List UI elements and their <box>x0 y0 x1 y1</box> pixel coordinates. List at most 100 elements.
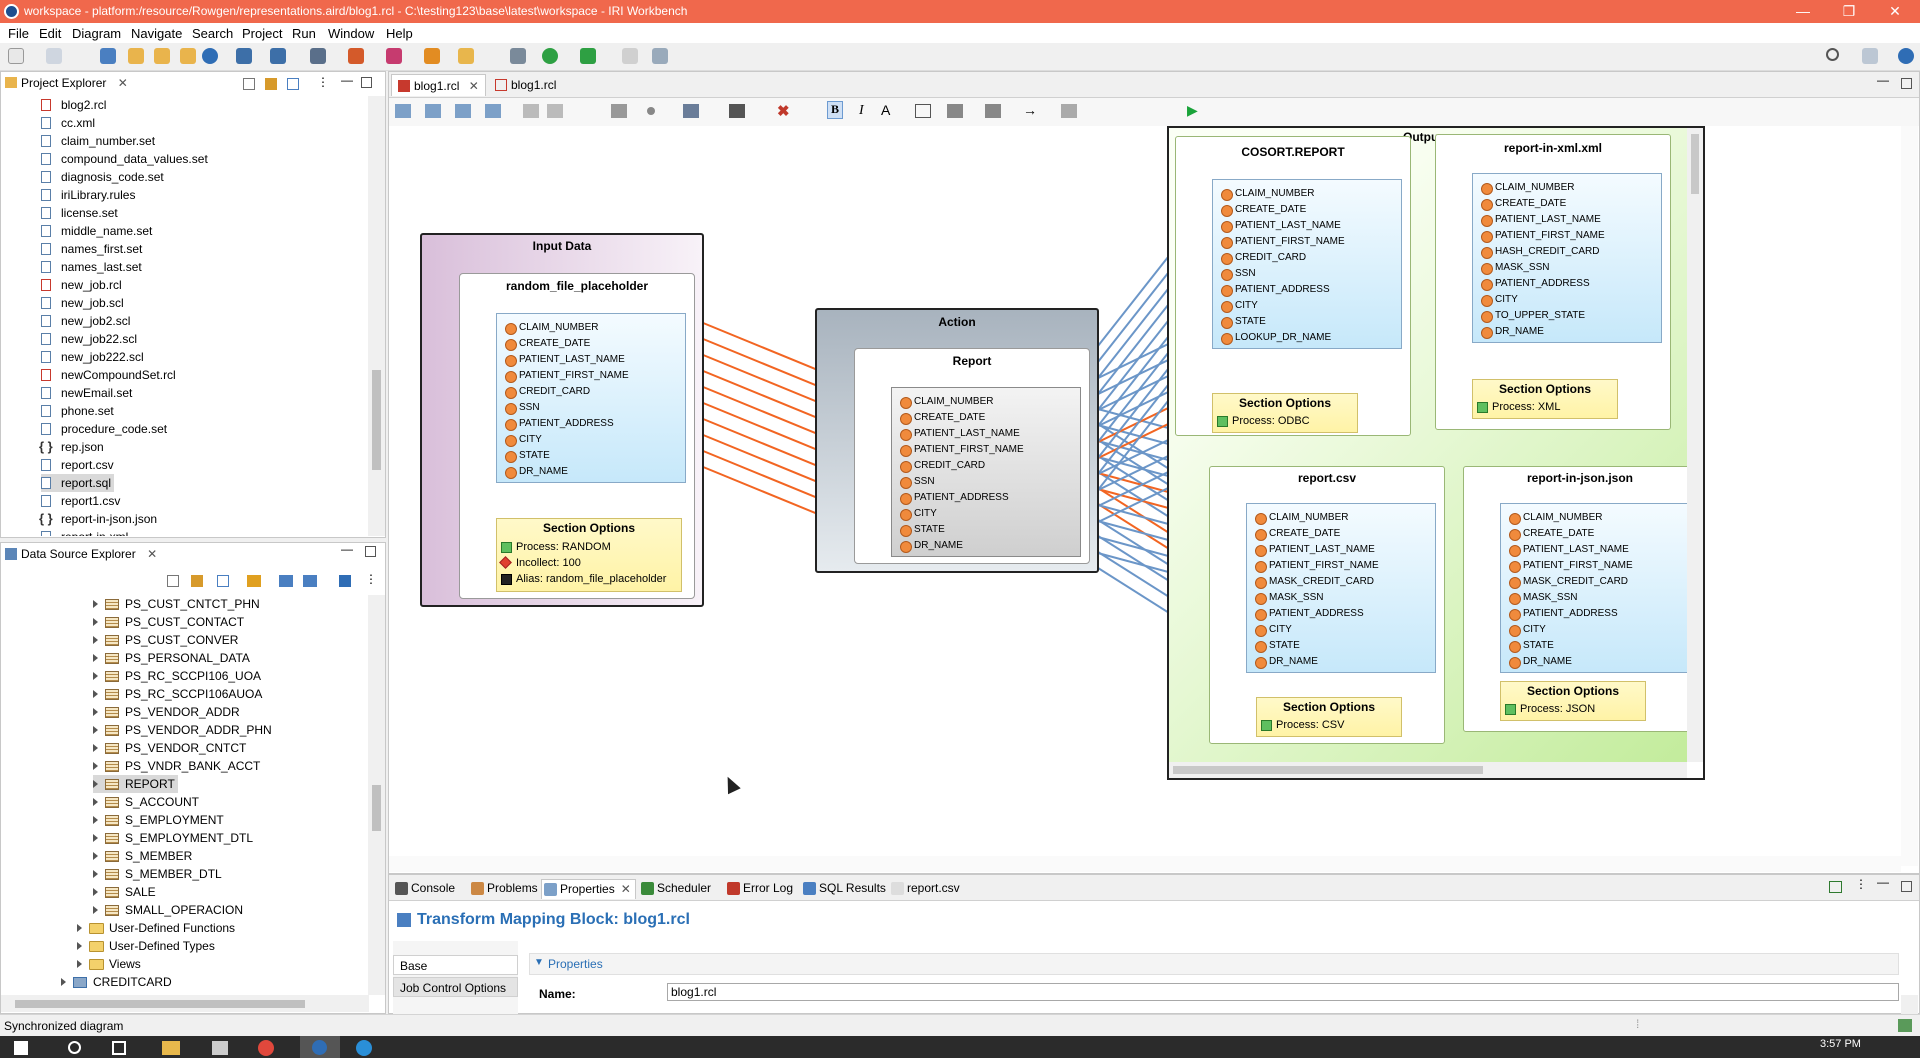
new-icon[interactable] <box>8 48 24 64</box>
field-item[interactable]: CLAIM_NUMBER <box>497 320 598 336</box>
bottom-tab-error-log[interactable]: Error Log <box>725 879 797 899</box>
output-hscrollbar[interactable] <box>1169 762 1687 778</box>
menu-navigate[interactable]: Navigate <box>131 26 183 41</box>
pin-icon[interactable] <box>523 104 539 118</box>
field-item[interactable]: PATIENT_LAST_NAME <box>892 426 1020 442</box>
dse-hscroll-thumb[interactable] <box>15 1000 305 1008</box>
minimize-editor-icon[interactable]: — <box>1877 73 1889 87</box>
expand-arrow-icon[interactable] <box>61 978 66 986</box>
field-item[interactable]: SSN <box>1213 266 1256 282</box>
project-file-item[interactable]: license.set <box>41 204 118 222</box>
view-menu-icon[interactable]: ⋮ <box>1855 877 1867 891</box>
side-tab-job-control[interactable]: Job Control Options <box>393 977 518 997</box>
expand-arrow-icon[interactable] <box>77 960 82 968</box>
hide-icon[interactable] <box>683 104 699 118</box>
project-file-item[interactable]: report.sql <box>41 474 115 492</box>
field-item[interactable]: PATIENT_FIRST_NAME <box>1213 234 1345 250</box>
db-table-item[interactable]: S_ACCOUNT <box>93 793 199 811</box>
field-item[interactable]: MASK_SSN <box>1247 590 1323 606</box>
connect-icon[interactable] <box>247 575 261 587</box>
project-file-item[interactable]: diagnosis_code.set <box>41 168 164 186</box>
terminal-icon[interactable] <box>100 48 116 64</box>
field-item[interactable]: SSN <box>892 474 935 490</box>
save-icon[interactable] <box>46 48 62 64</box>
expand-arrow-icon[interactable] <box>93 600 98 608</box>
run-diagram-icon[interactable]: ▶ <box>1187 102 1198 118</box>
field-item[interactable]: CREATE_DATE <box>892 410 985 426</box>
db-table-item[interactable]: PS_CUST_CONTACT <box>93 613 244 631</box>
maximize-view-icon[interactable] <box>365 546 376 557</box>
bottom-tab-report-csv[interactable]: report.csv <box>889 879 964 899</box>
db-folder-item[interactable]: Views <box>77 955 141 973</box>
db-table-item[interactable]: REPORT <box>93 775 178 793</box>
project-file-item[interactable]: new_job22.scl <box>41 330 137 348</box>
db-table-item[interactable]: PS_VENDOR_ADDR_PHN <box>93 721 272 739</box>
csv-section-options[interactable]: Section Options Process: CSV <box>1256 697 1402 737</box>
name-field[interactable]: blog1.rcl <box>667 983 1899 1001</box>
expand-arrow-icon[interactable] <box>77 942 82 950</box>
field-item[interactable]: STATE <box>1501 638 1554 654</box>
debug-icon[interactable] <box>510 48 526 64</box>
expand-arrow-icon[interactable] <box>93 654 98 662</box>
field-item[interactable]: TO_UPPER_STATE <box>1473 308 1585 324</box>
field-item[interactable]: DR_NAME <box>892 538 963 554</box>
file-explorer-icon[interactable] <box>162 1041 180 1055</box>
output-hscroll-thumb[interactable] <box>1173 766 1483 774</box>
line-color-icon[interactable] <box>985 104 1001 118</box>
expand-arrow-icon[interactable] <box>93 852 98 860</box>
project-file-item[interactable]: names_first.set <box>41 240 142 258</box>
menu-project[interactable]: Project <box>242 26 283 41</box>
field-item[interactable]: CLAIM_NUMBER <box>1473 180 1574 196</box>
maximize-view-icon[interactable] <box>1901 881 1912 892</box>
project-file-item[interactable]: new_job222.scl <box>41 348 144 366</box>
field-item[interactable]: CREDIT_CARD <box>497 384 590 400</box>
open-folder-icon[interactable] <box>128 48 144 64</box>
font-color-icon[interactable]: A <box>881 102 891 118</box>
field-item[interactable]: PATIENT_LAST_NAME <box>1213 218 1341 234</box>
field-item[interactable]: CITY <box>1247 622 1292 638</box>
field-item[interactable]: PATIENT_ADDRESS <box>892 490 1009 506</box>
field-item[interactable]: PATIENT_FIRST_NAME <box>892 442 1024 458</box>
expand-arrow-icon[interactable] <box>77 924 82 932</box>
unpin-icon[interactable] <box>547 104 563 118</box>
point-icon[interactable] <box>647 107 655 115</box>
editor-tab[interactable]: blog1.rcl <box>489 74 562 96</box>
db-table-item[interactable]: S_MEMBER_DTL <box>93 865 222 883</box>
diagram-canvas[interactable]: Input Data random_file_placeholder CLAIM… <box>389 126 1901 866</box>
field-item[interactable]: CREATE_DATE <box>1473 196 1566 212</box>
project-file-item[interactable]: phone.set <box>41 402 114 420</box>
maximize-editor-icon[interactable] <box>1901 78 1912 89</box>
import-icon[interactable] <box>279 575 293 587</box>
iri-workbench-task[interactable] <box>300 1036 340 1058</box>
menu-help[interactable]: Help <box>386 26 413 41</box>
field-item[interactable]: CREATE_DATE <box>1247 526 1340 542</box>
menu-window[interactable]: Window <box>328 26 375 41</box>
expand-arrow-icon[interactable] <box>93 780 98 788</box>
menu-run[interactable]: Run <box>292 26 316 41</box>
expand-arrow-icon[interactable] <box>93 636 98 644</box>
db-schema-item[interactable]: OTHERS <box>61 991 143 995</box>
telegram-icon[interactable] <box>356 1040 372 1056</box>
expand-arrow-icon[interactable] <box>93 870 98 878</box>
editor-tab-active[interactable]: blog1.rcl ✕ <box>391 74 486 96</box>
minimize-view-icon[interactable]: — <box>1877 875 1889 889</box>
db-table-item[interactable]: PS_RC_SCCPI106_UOA <box>93 667 261 685</box>
project-scroll-thumb[interactable] <box>372 370 381 470</box>
link-icon[interactable] <box>191 575 203 587</box>
layer-icon[interactable] <box>485 104 501 118</box>
field-item[interactable]: PATIENT_FIRST_NAME <box>1473 228 1605 244</box>
field-item[interactable]: CREATE_DATE <box>1501 526 1594 542</box>
taskbar-search-icon[interactable] <box>68 1041 81 1054</box>
db-table-item[interactable]: S_EMPLOYMENT <box>93 811 224 829</box>
project-file-item[interactable]: { }rep.json <box>39 438 104 456</box>
expand-arrow-icon[interactable] <box>93 816 98 824</box>
field-item[interactable]: CREDIT_CARD <box>892 458 985 474</box>
search-icon[interactable] <box>1826 48 1839 61</box>
app-icon[interactable] <box>212 1041 228 1055</box>
expand-arrow-icon[interactable] <box>93 618 98 626</box>
collapse-all-icon[interactable] <box>167 575 179 587</box>
image-icon[interactable] <box>1061 104 1077 118</box>
menu-search[interactable]: Search <box>192 26 234 41</box>
